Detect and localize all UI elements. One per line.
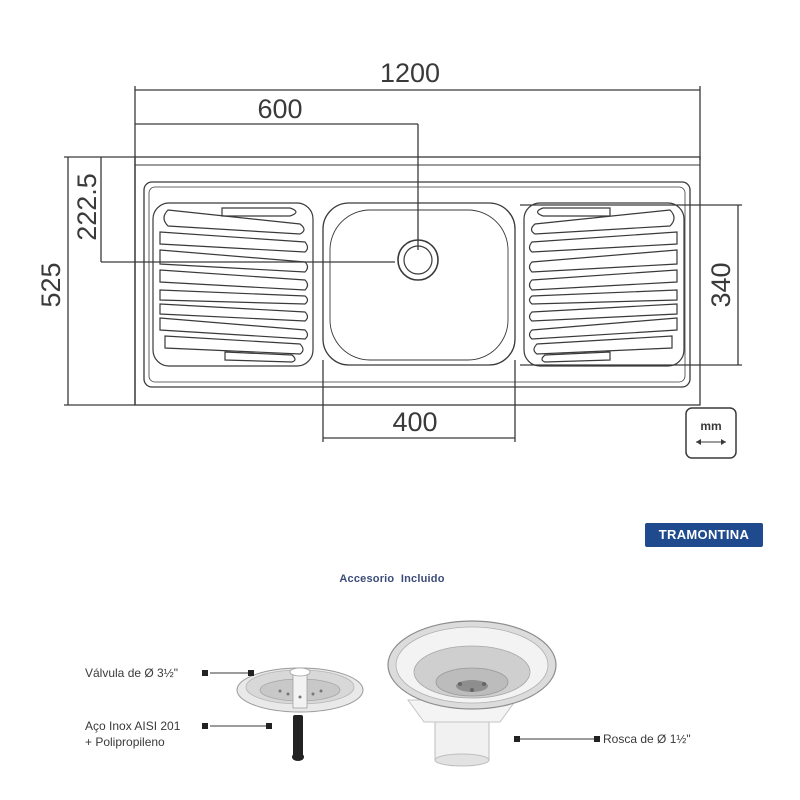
material-label-line1: Aço Inox AISI 201 [85,719,181,733]
material-label-line2: + Polipropileno [85,735,165,749]
valve-label: Válvula de Ø 3½" [85,666,178,680]
dim-total-width: 525 [36,262,66,307]
sink-outline [134,156,701,406]
brand-logo: TRAMONTINA [645,523,763,547]
dim-total-length: 1200 [380,58,440,88]
sink-bowl [322,202,516,366]
accessory-heading: Accesorio Incluido [339,573,444,585]
left-drainboard [152,202,314,367]
unit-badge: mm [685,407,737,459]
dimension-lines [64,86,742,442]
callout-markers [202,670,600,742]
dim-bowl-offset: 600 [257,94,302,124]
callout-leaders [210,672,597,740]
basket-strainer-illustration [236,667,364,761]
dim-bowl-width: 400 [392,407,437,437]
unit-badge-label: mm [700,419,721,433]
right-drainboard [523,202,685,367]
thread-label: Rosca de Ø 1½" [603,732,691,746]
dim-drain-depth: 222.5 [72,173,102,241]
dim-bowl-depth: 340 [706,262,736,307]
drain-fitting-illustration [387,620,557,767]
